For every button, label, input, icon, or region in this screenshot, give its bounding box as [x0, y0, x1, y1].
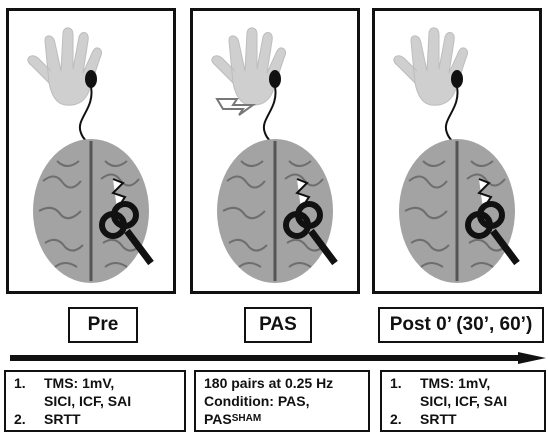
- info-pre-item-2: SRTT: [44, 410, 81, 428]
- label-post: Post 0’ (30’, 60’): [378, 307, 544, 343]
- info-pre-item-1-cont: SICI, ICF, SAI: [44, 392, 131, 410]
- info-pas-line-3-sub: SHAM: [232, 410, 261, 428]
- brain-icon: [217, 139, 333, 283]
- electrode-icon: [451, 70, 463, 88]
- info-pas-line-2: Condition: PAS,: [204, 392, 310, 410]
- info-pre-num-2: 2.: [14, 410, 44, 428]
- hand-icon: [394, 28, 468, 105]
- panel-pre: [6, 8, 176, 294]
- panel-pas: [190, 8, 360, 294]
- electrode-icon: [85, 70, 97, 88]
- panel-post: [372, 8, 542, 294]
- hand-icon: [28, 28, 102, 105]
- info-pas-line-3: PAS: [204, 410, 232, 428]
- info-post-item-2: SRTT: [420, 410, 457, 428]
- pas-illustration: [193, 11, 357, 291]
- info-pas-line-1: 180 pairs at 0.25 Hz: [204, 374, 333, 392]
- hand-icon: [212, 28, 286, 105]
- info-box-pas: 180 pairs at 0.25 Hz Condition: PAS, PAS…: [194, 370, 370, 432]
- brain-icon: [33, 139, 149, 283]
- info-post-num-1: 1.: [390, 374, 420, 392]
- brain-icon: [399, 139, 515, 283]
- info-box-pre: 1.TMS: 1mV, SICI, ICF, SAI 2.SRTT: [4, 370, 186, 432]
- post-illustration: [375, 11, 539, 291]
- info-pre-item-1: TMS: 1mV,: [44, 374, 114, 392]
- label-post-text: Post 0’ (30’, 60’): [390, 314, 533, 336]
- pre-illustration: [9, 11, 173, 291]
- electrode-icon: [269, 70, 281, 88]
- info-post-item-1-cont: SICI, ICF, SAI: [420, 392, 507, 410]
- timeline-arrow: [10, 352, 546, 364]
- info-box-post: 1.TMS: 1mV, SICI, ICF, SAI 2.SRTT: [380, 370, 546, 432]
- label-pas: PAS: [244, 307, 312, 343]
- label-pre-text: Pre: [88, 314, 119, 336]
- info-post-num-2: 2.: [390, 410, 420, 428]
- info-pre-num-1: 1.: [14, 374, 44, 392]
- label-pas-text: PAS: [259, 314, 297, 336]
- info-post-item-1: TMS: 1mV,: [420, 374, 490, 392]
- label-pre: Pre: [68, 307, 138, 343]
